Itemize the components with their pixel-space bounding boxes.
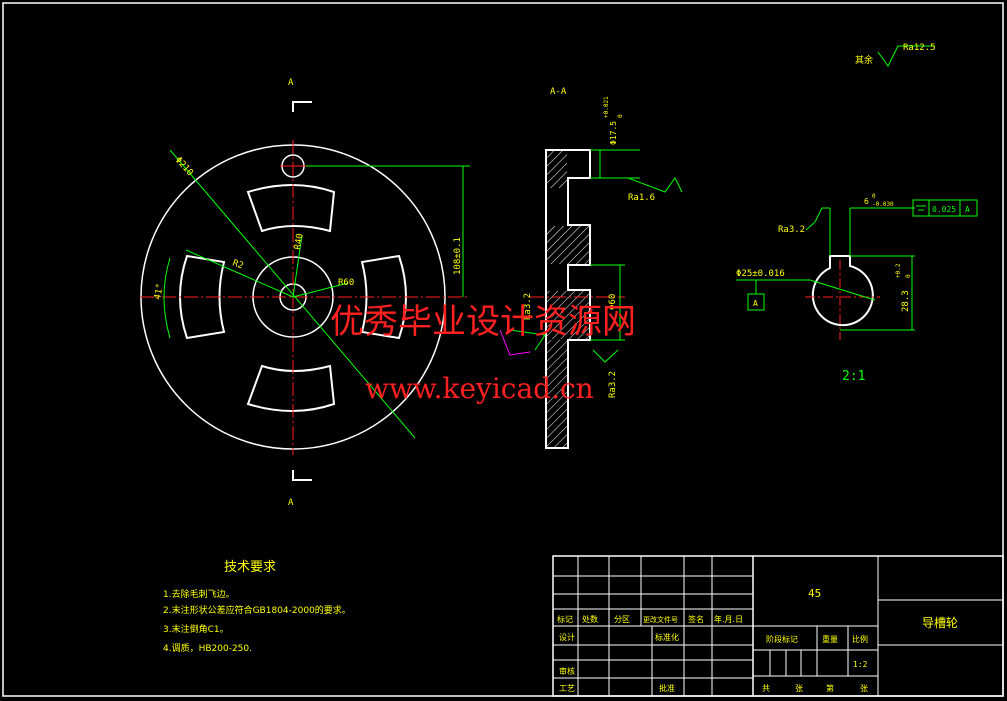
sec-hub-tol-lower: 0	[617, 114, 624, 118]
ra-symbol-right	[592, 349, 619, 363]
watermark-cn: 优秀毕业设计资源网	[330, 302, 636, 342]
hatch-1	[547, 151, 567, 188]
slot-left	[179, 254, 226, 340]
hdr-change-doc: 更改文件号	[643, 615, 678, 624]
tb-sheets1: 张	[795, 684, 803, 693]
section-marker-bottom	[292, 470, 312, 481]
others-ra-symbol	[877, 45, 935, 67]
datum-box	[747, 293, 765, 311]
dim-r2-line	[185, 249, 294, 298]
tb-material: 45	[808, 587, 821, 600]
tech-item-2: 2.末注形状公差应符合GB1804-2000的要求。	[163, 604, 351, 616]
section-view: A-A Φ17.5 +0.021 0 Ra1.6 Ra3.2 Ra3.2 Φ60	[499, 87, 683, 449]
tb-weight: 重量	[822, 634, 838, 644]
tolerance-value: 0.025	[932, 205, 956, 214]
section-marker-top	[292, 101, 312, 112]
tech-requirements: 技术要求 1.去除毛刺飞边。 2.末注形状公差应符合GB1804-2000的要求…	[163, 560, 351, 654]
dim-r40-line	[292, 234, 303, 298]
dim-r2: R2	[231, 258, 245, 271]
slot-top	[246, 184, 336, 233]
hdr-mark: 标记	[557, 614, 573, 624]
bore-dia: Φ25±0.016	[736, 269, 785, 279]
detail-ra-symbol	[805, 207, 830, 231]
tolerance-frame	[912, 199, 978, 217]
tb-total: 共	[762, 684, 770, 693]
tb-sheets2: 张	[860, 684, 868, 693]
front-view: A A Φ210 R2 R40 R60 41° 108±0.1	[140, 78, 470, 508]
tb-review: 审核	[559, 666, 575, 676]
slot-right	[360, 254, 407, 340]
key-width: 6	[864, 197, 869, 206]
bore-dim-line	[809, 279, 876, 301]
hatch-2	[547, 226, 589, 264]
sec-ra-left: Ra3.2	[523, 293, 533, 320]
tech-title: 技术要求	[224, 560, 276, 575]
depth-tol-lower: 0	[905, 274, 912, 278]
keyway-bore	[811, 255, 874, 327]
detail-view: 其余 Ra12.5 0.025 A 6 0 -0.030 Ra3.2 A Φ25…	[736, 43, 978, 384]
hatch-4	[547, 340, 567, 447]
marker-top-label: A	[288, 78, 294, 88]
key-tol-lower: -0.030	[872, 201, 894, 208]
detail-scale: 2:1	[842, 369, 865, 384]
tolerance-datum: A	[965, 205, 970, 214]
tb-scale: 1:2	[853, 660, 868, 669]
dim-r40: R40	[293, 233, 306, 251]
tb-approve: 批准	[659, 683, 675, 693]
ra-symbol-top	[627, 177, 683, 193]
dim-r60-line	[292, 282, 349, 298]
dim-dia210-line	[169, 149, 416, 439]
others-ra-value: Ra12.5	[903, 43, 936, 53]
dim-r60: R60	[338, 278, 354, 288]
hdr-date: 年.月.日	[714, 614, 743, 624]
key-tol-upper: 0	[872, 193, 876, 200]
hdr-zone: 分区	[614, 615, 630, 624]
dim-angle: 41°	[153, 283, 166, 301]
watermark-url: www.keyicad.cn	[365, 372, 594, 405]
tech-item-1: 1.去除毛刺飞边。	[163, 588, 235, 600]
tb-stage-mark: 阶段标记	[766, 634, 798, 644]
sec-ra-right: Ra3.2	[608, 371, 618, 398]
tech-item-4: 4.调质，HB200-250.	[163, 642, 252, 654]
datum-label: A	[753, 299, 758, 308]
sec-ra-top: Ra1.6	[628, 193, 655, 203]
dim-angle-arc	[163, 257, 171, 339]
dim-height: 108±0.1	[453, 237, 463, 275]
hdr-sign: 签名	[688, 614, 704, 624]
sec-hub-dia: Φ17.5	[609, 121, 618, 145]
tb-process: 工艺	[559, 684, 575, 693]
others-label: 其余	[855, 54, 873, 66]
marker-bottom-label: A	[288, 498, 294, 508]
ra-symbol-left	[509, 329, 546, 351]
depth-tol-upper: +0.2	[895, 263, 902, 278]
title-block	[552, 555, 1004, 697]
tb-part-name: 导槽轮	[922, 616, 958, 630]
section-label: A-A	[550, 87, 567, 97]
slot-bottom	[246, 364, 336, 412]
detail-ra: Ra3.2	[778, 225, 805, 235]
tb-design: 设计	[559, 632, 575, 642]
sec-hub-tol-upper: +0.021	[603, 96, 610, 118]
hatch-3	[547, 291, 589, 339]
leader-magenta	[499, 329, 531, 356]
tb-number: 第	[826, 683, 834, 693]
sec-dia-60: Φ60	[608, 294, 618, 310]
key-depth: 28.3	[901, 290, 911, 312]
tb-standardize: 标准化	[655, 632, 679, 642]
tb-ratio: 比例	[852, 634, 868, 644]
hdr-count: 处数	[582, 614, 598, 624]
tech-item-3: 3.末注倒角C1。	[163, 623, 229, 635]
title-block-text: 标记 处数 分区 更改文件号 签名 年.月.日 设计 标准化 审核 工艺 批准 …	[557, 587, 958, 693]
section-outline	[545, 149, 591, 449]
